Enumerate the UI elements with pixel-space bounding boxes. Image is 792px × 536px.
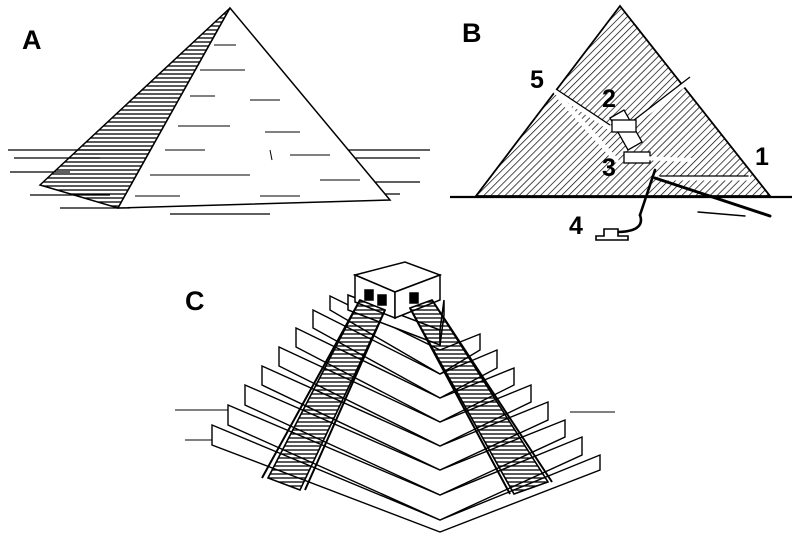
callout-4: 4	[569, 212, 583, 240]
panel-b-horizontal-passage	[640, 158, 692, 160]
callout-2: 2	[602, 85, 616, 113]
panel-c-stepped-pyramid: C	[175, 262, 615, 532]
panel-b-hatched-body	[476, 6, 770, 196]
panel-a-letter: A	[22, 25, 42, 55]
panel-b-kings-chamber	[612, 120, 636, 132]
callout-5: 5	[530, 66, 544, 94]
panel-a-smooth-pyramid: A	[8, 8, 430, 214]
callout-1: 1	[755, 143, 769, 171]
panel-c-letter: C	[185, 286, 205, 316]
panel-b-letter: B	[462, 18, 482, 48]
callout-3: 3	[602, 154, 616, 182]
panel-b-cross-section: B	[450, 6, 792, 240]
